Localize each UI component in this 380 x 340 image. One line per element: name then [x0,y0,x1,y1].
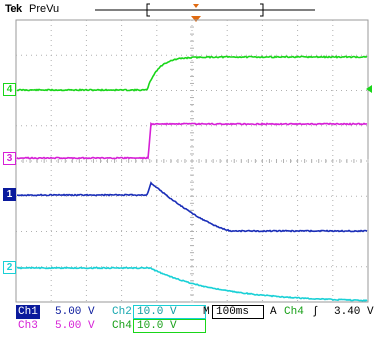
top-status-bar: Tek PreVu [0,0,380,20]
timebase-prefix: M [203,306,210,318]
trigger-mode: A [270,306,277,318]
ch3-label[interactable]: Ch3 [18,320,38,332]
ch1-ground-marker[interactable]: 1 [3,188,16,201]
ch1-waveform [17,181,368,233]
ch2-ground-marker[interactable]: 2 [3,261,16,274]
record-position-bar[interactable] [95,3,315,17]
ch4-label[interactable]: Ch4 [112,320,132,332]
trigger-position-marker[interactable] [191,16,201,22]
trigger-level[interactable]: 3.40 V [334,306,374,318]
trigger-source[interactable]: Ch4 [284,306,304,318]
trigger-slope-icon[interactable]: ∫ [312,306,319,318]
acquisition-mode-label: PreVu [29,3,60,15]
ch2-waveform [16,266,368,302]
ch2-scale[interactable]: 10.0 V [133,305,206,319]
record-trigger-marker [193,4,199,8]
ch3-waveform [16,122,368,160]
ch1-label[interactable]: Ch1 [16,305,40,319]
channel-readout: Ch1 5.00 V Ch2 10.0 V M 100ms A Ch4 ∫ 3.… [16,305,378,337]
ch4-scale[interactable]: 10.0 V [133,319,206,333]
ch4-waveform [16,55,368,92]
ch3-ground-marker[interactable]: 3 [3,152,16,165]
ch4-ground-marker[interactable]: 4 [3,83,16,96]
timebase-value[interactable]: 100ms [212,305,264,319]
brand-logo: Tek [5,3,22,15]
trigger-level-marker[interactable] [366,85,372,93]
graticule-grid [15,19,369,303]
ch3-scale[interactable]: 5.00 V [55,320,95,332]
ch2-label[interactable]: Ch2 [112,306,132,318]
ch1-scale[interactable]: 5.00 V [55,306,95,318]
